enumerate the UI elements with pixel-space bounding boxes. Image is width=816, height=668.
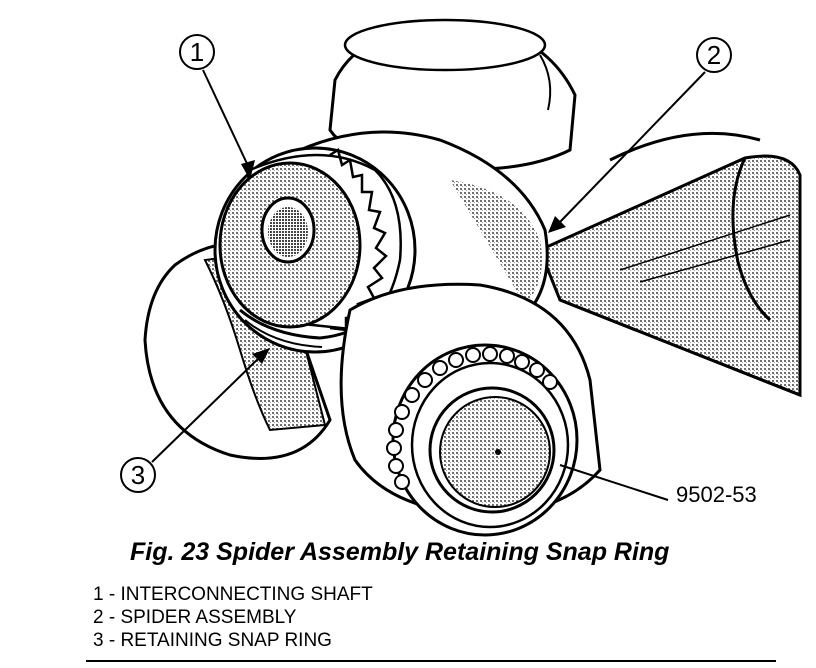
callout-2-label: 2 [707, 40, 721, 70]
callout-2: 2 [548, 37, 732, 233]
callout-1-label: 1 [190, 37, 204, 67]
front-trunnion-roller [339, 282, 602, 537]
legend-item-2: 2 - SPIDER ASSEMBLY [93, 607, 297, 628]
callout-3: 3 [120, 348, 270, 493]
legend-list: 1 - INTERCONNECTING SHAFT 2 - SPIDER ASS… [93, 583, 373, 652]
callout-3-label: 3 [131, 460, 145, 490]
needle-bearings [386, 346, 558, 490]
callout-1: 1 [179, 34, 255, 180]
figure-caption: Fig. 23 Spider Assembly Retaining Snap R… [130, 538, 670, 566]
legend-item-1: 1 - INTERCONNECTING SHAFT [93, 584, 373, 605]
figure-code: 9502-53 [676, 482, 757, 507]
legend-item-3: 3 - RETAINING SNAP RING [93, 630, 332, 651]
figure-code-leader [559, 464, 669, 501]
bottom-rule [86, 660, 776, 662]
